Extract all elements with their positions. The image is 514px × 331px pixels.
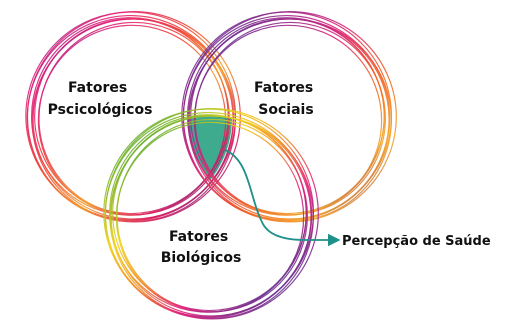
label-social-line1: Fatores: [254, 80, 313, 96]
label-bio: Fatores Biológicos: [161, 229, 242, 266]
outcome-label: Percepção de Saúde: [342, 234, 491, 249]
psych-ring-stroke: [26, 11, 241, 223]
label-bio-line1: Fatores: [169, 229, 228, 245]
label-social-line2: Sociais: [258, 102, 313, 118]
label-bio-line2: Biológicos: [161, 250, 242, 266]
outcome-arrow: [224, 149, 341, 247]
label-psych: Fatores Pscicológicos: [48, 80, 153, 118]
bio-ring-stroke: [104, 108, 319, 320]
label-social: Fatores Sociais: [254, 80, 318, 118]
ring-bio: [103, 108, 319, 320]
social-ring-stroke: [182, 11, 397, 223]
label-psych-line2: Pscicológicos: [48, 102, 153, 118]
label-psych-line1: Fatores: [68, 80, 127, 96]
bio-ring-stroke: [108, 114, 307, 313]
